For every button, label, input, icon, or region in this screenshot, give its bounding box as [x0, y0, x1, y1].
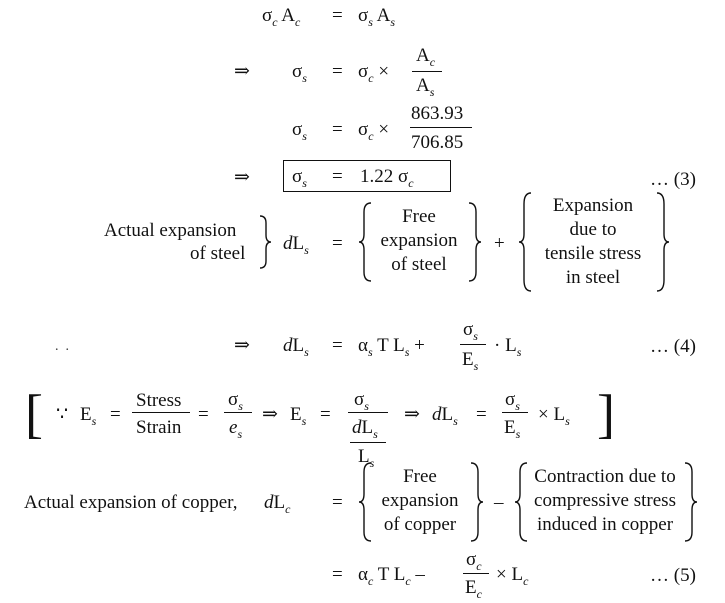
- right-square-bracket: ]: [597, 384, 615, 444]
- times-lc: × Lc: [496, 564, 529, 588]
- alpha-term: αs T Ls +: [358, 335, 425, 359]
- fraction-bar-b: [502, 412, 528, 413]
- stress-label: Stress: [136, 390, 182, 411]
- left-brace-contraction: [514, 462, 528, 542]
- minus-sign: –: [494, 492, 504, 513]
- contraction-copper: Contraction due to compressive stress in…: [534, 466, 676, 535]
- frac5-num: σc: [466, 549, 482, 573]
- left-brace-tensile: [518, 192, 532, 292]
- fraction-bar-4: [460, 344, 486, 345]
- fraction-bar-inner: [350, 442, 386, 443]
- free-expansion-copper: Free expansion of copper: [381, 466, 459, 535]
- frac-den-as: As: [416, 75, 435, 99]
- sigma-s-3: σs: [292, 119, 307, 143]
- numerator-863: 863.93: [411, 103, 464, 124]
- boxed-sigma-s: σs: [292, 166, 307, 190]
- frac-b-den: Es: [504, 417, 521, 441]
- sigma-s-2: σs: [292, 61, 307, 85]
- fraction-bar-1: [412, 71, 442, 72]
- fraction-bar-sigma-e: [224, 412, 252, 413]
- eq-line-1-rhs: σs As: [358, 5, 396, 29]
- sigma-c: σ: [262, 5, 273, 26]
- right-brace-steel-label: [259, 215, 272, 269]
- fraction-bar-compound: [348, 412, 388, 413]
- implies-1: ⇒: [234, 61, 250, 82]
- frac-sigma-e-den: es: [229, 417, 243, 441]
- dlc-lhs: dLc: [264, 492, 291, 516]
- eq-line-1: σc Ac: [262, 5, 301, 29]
- compound-num: σs: [354, 389, 369, 413]
- because-sign: ∵: [56, 404, 69, 425]
- label-of-steel: of steel: [190, 243, 246, 264]
- frac-sigma-e-num: σs: [228, 389, 243, 413]
- fraction-bar-2: [410, 127, 472, 128]
- dot-ls: · Ls: [494, 335, 522, 359]
- fraction-bar-stress: [132, 412, 190, 413]
- compound-den: Ls: [358, 446, 375, 470]
- sigma-c-times: σc ×: [358, 61, 390, 85]
- right-brace-free-copper: [470, 462, 484, 542]
- right-brace-free-steel: [468, 202, 482, 282]
- result-box: [283, 160, 451, 192]
- eq-number-4: … (4): [650, 336, 696, 357]
- times-ls-b: × Ls: [538, 404, 570, 428]
- eq-number-5: … (5): [650, 565, 696, 586]
- eq-number-3: … (3): [650, 169, 696, 190]
- area-c: A: [281, 5, 296, 26]
- frac4-den: Es: [462, 349, 479, 373]
- left-brace-free-copper: [358, 462, 372, 542]
- right-brace-tensile: [656, 192, 670, 292]
- compound-mid: dLs: [352, 417, 378, 441]
- boxed-ratio: 1.22 σc: [360, 166, 414, 190]
- dls-lhs: dLs: [283, 233, 309, 257]
- left-square-bracket: [: [25, 384, 43, 444]
- fraction-bar-5: [463, 573, 489, 574]
- tensile-expansion-steel: Expansion due to tensile stress in steel: [544, 195, 642, 288]
- stray-dots: . .: [55, 339, 69, 354]
- dls-bracket: dLs: [432, 404, 458, 428]
- frac-num-ac: Ac: [416, 45, 436, 69]
- dls-4: dLs: [283, 335, 309, 359]
- frac-b-num: σs: [505, 389, 520, 413]
- free-expansion-steel: Free expansion of steel: [380, 206, 458, 275]
- equals-1: =: [332, 5, 343, 26]
- es-lhs: Es: [80, 404, 97, 428]
- frac5-den: Ec: [465, 577, 482, 601]
- alpha-c-term: αc T Lc –: [358, 564, 425, 588]
- label-actual-expansion: Actual expansion: [104, 220, 237, 241]
- denominator-706: 706.85: [411, 132, 464, 153]
- label-actual-expansion-copper: Actual expansion of copper,: [24, 492, 238, 513]
- es-2: Es: [290, 404, 307, 428]
- frac4-num: σs: [463, 319, 478, 343]
- plus-sign: +: [494, 233, 505, 254]
- left-brace-free-steel: [358, 202, 372, 282]
- sigma-c-times-3: σc ×: [358, 119, 390, 143]
- strain-label: Strain: [136, 417, 182, 438]
- right-brace-contraction: [684, 462, 698, 542]
